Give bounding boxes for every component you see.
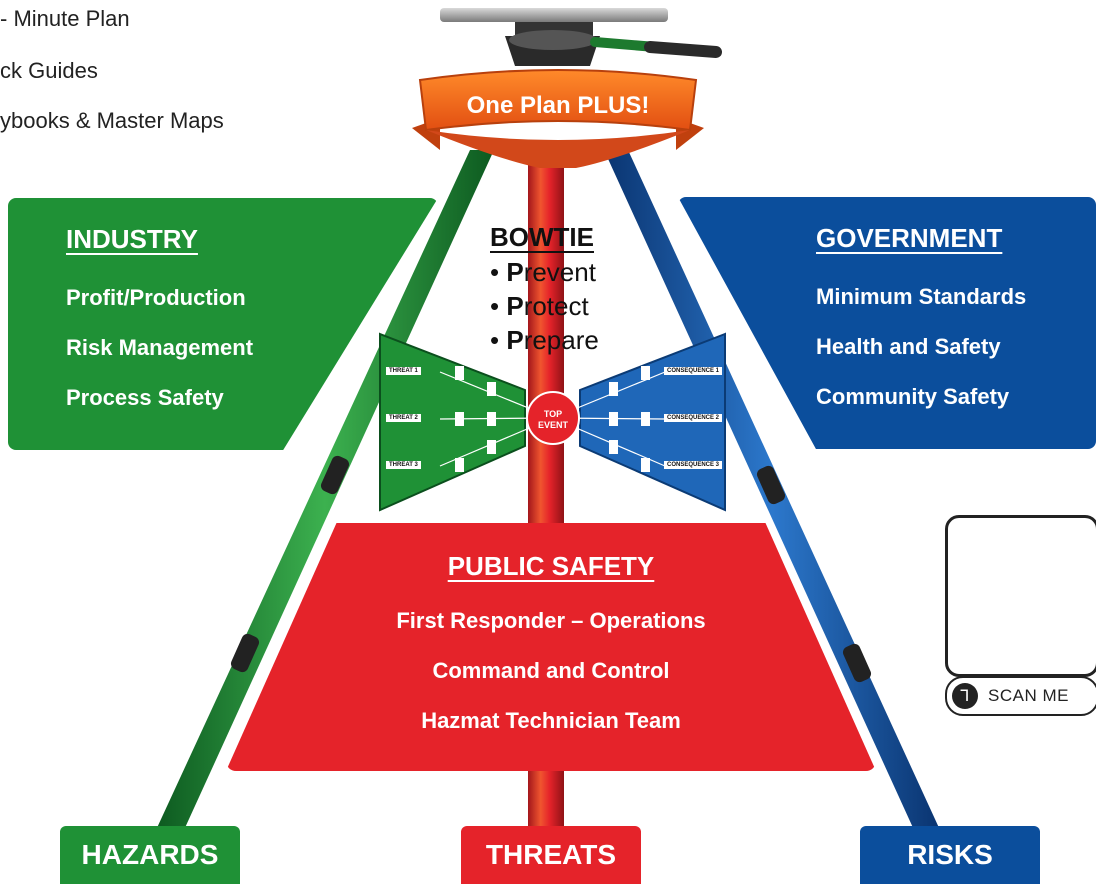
barrier bbox=[487, 440, 496, 454]
bowtie-item: • Prevent bbox=[490, 257, 596, 287]
industry-item: Risk Management bbox=[66, 335, 254, 360]
green-leg-clamp bbox=[230, 633, 260, 673]
threat-label: THREAT 1 bbox=[386, 367, 421, 375]
consequence-label: CONSEQUENCE 2 bbox=[664, 414, 723, 422]
bowtie-item: • Protect bbox=[490, 291, 589, 321]
bowtie-title: BOWTIE bbox=[490, 222, 594, 252]
threats-label: THREATS bbox=[461, 826, 641, 884]
public-safety-title: PUBLIC SAFETY bbox=[447, 551, 655, 581]
government-item: Community Safety bbox=[816, 384, 1010, 409]
blue-leg-clamp bbox=[756, 465, 786, 505]
government-item: Health and Safety bbox=[816, 334, 1001, 359]
barrier bbox=[641, 458, 650, 472]
barrier bbox=[609, 440, 618, 454]
qr-frame[interactable] bbox=[945, 515, 1096, 677]
bowtie-right-wing bbox=[579, 332, 726, 512]
top-list-item: - Minute Plan bbox=[0, 6, 130, 31]
industry-item: Profit/Production bbox=[66, 285, 246, 310]
barrier bbox=[487, 382, 496, 396]
barrier bbox=[609, 382, 618, 396]
public-safety-panel: PUBLIC SAFETY First Responder – Operatio… bbox=[226, 523, 876, 771]
top-list-item: ybooks & Master Maps bbox=[0, 108, 224, 133]
industry-title: INDUSTRY bbox=[66, 224, 198, 254]
bowtie-left-wing bbox=[379, 332, 526, 512]
bowtie-legend: BOWTIE • Prevent • Protect • Prepare bbox=[490, 222, 599, 357]
government-item: Minimum Standards bbox=[816, 284, 1027, 309]
green-leg-clamp bbox=[320, 455, 350, 495]
barrier bbox=[487, 412, 496, 426]
blue-leg-clamp bbox=[842, 643, 872, 683]
consequence-label: CONSEQUENCE 1 bbox=[664, 367, 723, 375]
top-list-item: ck Guides bbox=[0, 58, 98, 83]
barrier bbox=[455, 366, 464, 380]
top-event-label: TOP EVENT bbox=[537, 409, 568, 430]
threat-label: THREAT 3 bbox=[386, 461, 421, 469]
scan-me-label: SCAN ME bbox=[988, 686, 1069, 705]
tripod-plate bbox=[440, 8, 668, 22]
scan-me-button[interactable]: ⅂ SCAN ME bbox=[945, 676, 1096, 716]
top-event-circle bbox=[526, 391, 580, 445]
barrier bbox=[641, 366, 650, 380]
threat-label: THREAT 2 bbox=[386, 414, 421, 422]
consequence-label: CONSEQUENCE 3 bbox=[664, 461, 723, 469]
pdf-icon: ⅂ bbox=[952, 683, 978, 709]
bowtie-item: • Prepare bbox=[490, 325, 599, 355]
barrier bbox=[455, 458, 464, 472]
banner-title: One Plan PLUS! bbox=[466, 92, 650, 119]
public-safety-item: First Responder – Operations bbox=[396, 608, 706, 633]
hazards-label: HAZARDS bbox=[60, 826, 240, 884]
barrier bbox=[455, 412, 464, 426]
public-safety-item: Hazmat Technician Team bbox=[421, 708, 681, 733]
risks-label: RISKS bbox=[860, 826, 1040, 884]
public-safety-item: Command and Control bbox=[432, 658, 670, 683]
barrier bbox=[609, 412, 618, 426]
government-title: GOVERNMENT bbox=[816, 223, 1003, 253]
barrier bbox=[641, 412, 650, 426]
industry-item: Process Safety bbox=[66, 385, 224, 410]
